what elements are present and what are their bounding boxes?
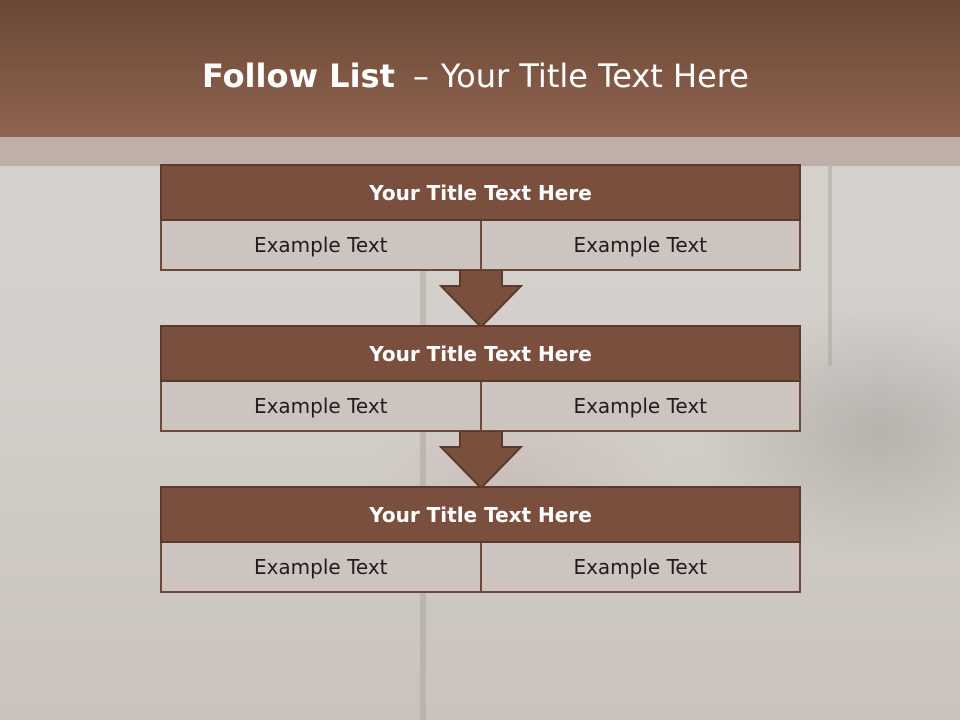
title-dash: – bbox=[412, 57, 429, 95]
block-row: Example Text Example Text bbox=[160, 543, 801, 593]
background-door-edge bbox=[420, 166, 426, 720]
block-row: Example Text Example Text bbox=[160, 382, 801, 432]
block-title: Your Title Text Here bbox=[160, 164, 801, 221]
down-arrow-icon bbox=[439, 431, 523, 489]
header-strip bbox=[0, 137, 960, 166]
background-door-edge-right bbox=[828, 166, 832, 366]
block-cell-right: Example Text bbox=[481, 221, 801, 271]
block-title: Your Title Text Here bbox=[160, 486, 801, 543]
block-row: Example Text Example Text bbox=[160, 221, 801, 271]
title-bold-text: Follow List bbox=[202, 57, 395, 95]
list-block-2: Your Title Text Here Example Text Exampl… bbox=[160, 325, 801, 432]
block-cell-left: Example Text bbox=[160, 543, 482, 593]
list-block-3: Your Title Text Here Example Text Exampl… bbox=[160, 486, 801, 593]
title-rest-text: Your Title Text Here bbox=[440, 57, 749, 95]
block-cell-left: Example Text bbox=[160, 221, 482, 271]
block-title: Your Title Text Here bbox=[160, 325, 801, 382]
header-bar bbox=[0, 0, 960, 137]
block-cell-right: Example Text bbox=[481, 382, 801, 432]
down-arrow-icon bbox=[439, 270, 523, 328]
list-block-1: Your Title Text Here Example Text Exampl… bbox=[160, 164, 801, 271]
block-cell-left: Example Text bbox=[160, 382, 482, 432]
block-cell-right: Example Text bbox=[481, 543, 801, 593]
